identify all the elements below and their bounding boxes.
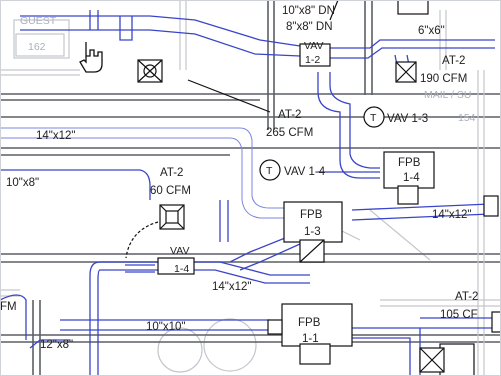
room-162: 162 xyxy=(28,41,46,53)
label-fpb-11: FPB xyxy=(298,317,321,329)
label-duct-10x10: 10"x10" xyxy=(146,321,186,333)
label-cfm-edge: FM xyxy=(0,301,17,313)
hand-cursor-icon xyxy=(79,42,103,73)
label-cfm-190: 190 CFM xyxy=(420,73,467,85)
label-duct-top: 10"x8" DN xyxy=(282,5,335,17)
label-duct-14x12-right: 14"x12" xyxy=(432,209,472,221)
labels: GUEST 162 10"x8" DN 8"x8" DN VAV 1-2 6"x… xyxy=(0,5,478,351)
label-fpb-14: FPB xyxy=(398,157,421,169)
thermostat-icon xyxy=(259,106,385,181)
label-vav-lower-num: 1-4 xyxy=(174,263,189,275)
label-vav-14: VAV 1-4 xyxy=(284,166,326,178)
vav-lower-box xyxy=(157,257,195,275)
equipment xyxy=(125,0,501,376)
label-vav-13: VAV 1-3 xyxy=(387,113,428,125)
label-mail-su: MAIL / SU xyxy=(424,89,471,101)
label-at2-left: AT-2 xyxy=(160,167,183,179)
label-duct-10x8: 10"x8" xyxy=(6,177,39,189)
label-duct-14x12-left: 14"x12" xyxy=(36,130,76,142)
vav-1-2-box xyxy=(299,43,331,67)
label-at2-bottom-right: AT-2 xyxy=(455,291,478,303)
label-cfm-265: 265 CFM xyxy=(266,127,313,139)
fpb-1-1-box xyxy=(281,303,353,347)
label-at2-top-right: AT-2 xyxy=(442,55,465,67)
label-faint-top-left: GUEST xyxy=(20,15,57,27)
label-at2-mid: AT-2 xyxy=(278,109,301,121)
label-vav-lower: VAV xyxy=(170,245,189,257)
diffuser-icon xyxy=(137,59,445,373)
fpb-1-4-box xyxy=(383,151,435,189)
label-cfm-105: 105 CF xyxy=(440,309,478,321)
label-duct-6x6: 6"x6" xyxy=(418,25,445,37)
label-duct-14x12-bottom: 14"x12" xyxy=(212,281,252,293)
label-fpb-13-num: 1-3 xyxy=(304,226,321,238)
label-vav-14-marker: T xyxy=(266,165,273,177)
label-fpb-11-num: 1-1 xyxy=(302,333,319,345)
label-duct-8x8: 8"x8" DN xyxy=(286,21,333,33)
label-cfm-60: 60 CFM xyxy=(150,185,191,197)
label-vav-top-num: 1-2 xyxy=(305,54,320,66)
room-154: 154 xyxy=(458,112,476,124)
label-fpb-13: FPB xyxy=(300,209,323,221)
label-vav-top: VAV xyxy=(304,40,323,52)
label-duct-12x8: 12"x8" xyxy=(40,339,73,351)
label-fpb-14-num: 1-4 xyxy=(403,172,420,184)
label-vav-13-marker: T xyxy=(370,112,377,124)
